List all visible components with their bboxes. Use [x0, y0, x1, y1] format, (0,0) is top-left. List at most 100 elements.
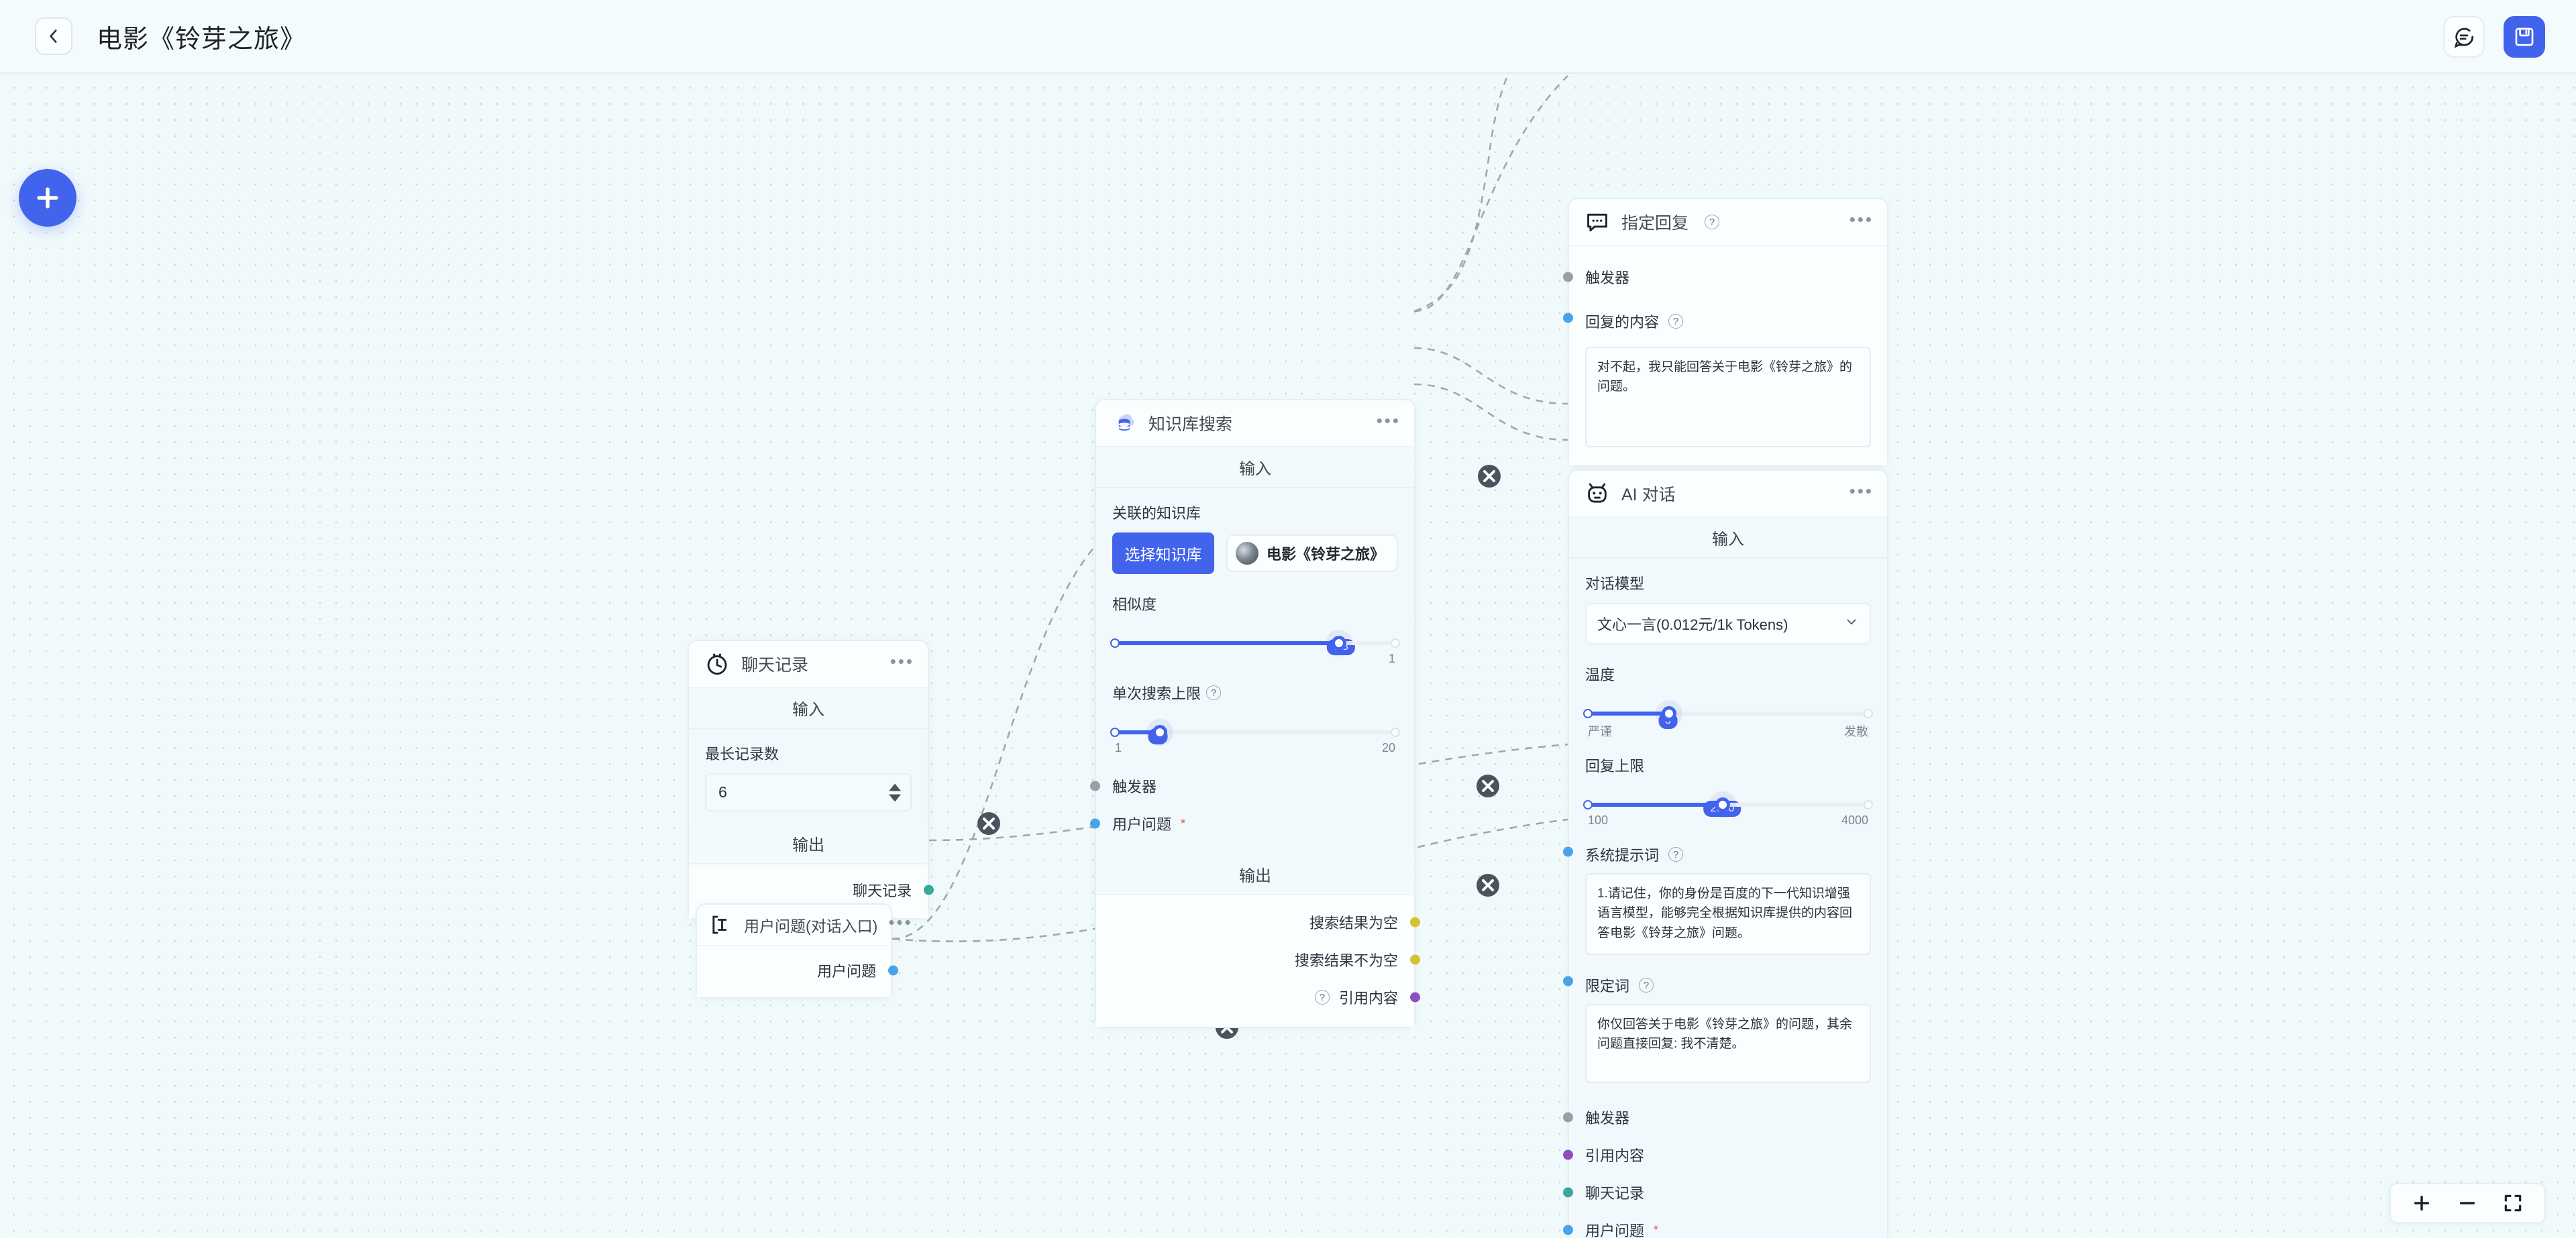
port-in-trigger[interactable]: 触发器 — [1090, 767, 1398, 805]
graph-canvas[interactable]: 聊天记录 ••• 输入 最长记录数 6 输出 聊天记录 — [0, 74, 2576, 1238]
port-dot-gray[interactable] — [1563, 272, 1573, 282]
port-dot-gray[interactable] — [1563, 1112, 1573, 1123]
node-menu-button[interactable]: ••• — [1376, 410, 1401, 431]
top-k-min: 1 — [1115, 741, 1122, 754]
port-dot-teal[interactable] — [924, 885, 934, 895]
temperature-slider[interactable]: 3 严谨 发散 — [1583, 694, 1873, 742]
slider-thumb[interactable] — [1332, 636, 1347, 651]
slider-thumb[interactable] — [1152, 725, 1167, 740]
help-icon[interactable]: ? — [1639, 978, 1654, 993]
node-menu-button[interactable]: ••• — [1849, 209, 1874, 229]
max-tokens-min: 100 — [1588, 813, 1609, 827]
slider-track[interactable] — [1583, 797, 1873, 812]
zoom-in-button[interactable] — [2411, 1192, 2432, 1214]
port-dot-yellow[interactable] — [1410, 917, 1420, 927]
port-dot-yellow[interactable] — [1410, 954, 1420, 965]
port-in-trigger[interactable]: 触发器 — [1563, 258, 1871, 296]
stepper-down-icon[interactable] — [889, 794, 901, 801]
text-cursor-icon — [709, 913, 733, 937]
zoom-controls — [2390, 1183, 2545, 1223]
edge-delete-1[interactable] — [1478, 465, 1501, 488]
node-kb-search[interactable]: 知识库搜索 ••• 输入 关联的知识库 选择知识库 电影《铃芽之旅》 相似度 0… — [1090, 399, 1420, 1028]
edge-delete-3[interactable] — [1477, 874, 1499, 897]
slider-start-cap — [1110, 638, 1120, 648]
add-node-button[interactable] — [19, 169, 76, 227]
node-user-question[interactable]: 用户问题(对话入口) ••• 用户问题 — [696, 903, 911, 999]
zoom-out-button[interactable] — [2457, 1192, 2478, 1214]
edge-delete-2[interactable] — [1477, 775, 1499, 797]
port-label: 引用内容 — [1585, 1147, 1645, 1164]
stepper-up-icon[interactable] — [889, 783, 901, 791]
stepper-arrows[interactable] — [889, 783, 901, 801]
edge-3[interactable] — [1413, 383, 1568, 441]
port-out-chat-history[interactable]: 聊天记录 — [705, 871, 934, 909]
port-out-user-question[interactable]: 用户问题 — [712, 952, 898, 989]
port-label: 系统提示词 — [1585, 847, 1660, 864]
help-icon[interactable]: ? — [1206, 685, 1222, 700]
slider-end-cap — [1391, 728, 1400, 737]
top-k-slider[interactable]: 4 1 20 — [1110, 713, 1400, 758]
node-menu-button[interactable]: ••• — [888, 912, 913, 932]
port-out-reference-content[interactable]: ? 引用内容 — [1112, 978, 1420, 1016]
comment-button[interactable] — [2443, 16, 2485, 58]
port-out-nonempty-result[interactable]: 搜索结果不为空 — [1112, 941, 1420, 978]
reply-content-textarea[interactable] — [1585, 347, 1871, 447]
port-dot-teal[interactable] — [1563, 1187, 1573, 1198]
node-title: 聊天记录 — [741, 656, 809, 675]
port-dot-blue[interactable] — [888, 965, 898, 976]
model-value: 文心一言(0.012元/1k Tokens) — [1597, 616, 1788, 633]
help-icon[interactable]: ? — [1705, 215, 1720, 229]
edge-1[interactable] — [1413, 75, 1568, 313]
max-records-input[interactable]: 6 — [705, 773, 912, 811]
port-dot-blue[interactable] — [1563, 313, 1573, 323]
edge-2[interactable] — [1413, 347, 1568, 405]
slider-track[interactable] — [1110, 725, 1400, 740]
help-icon[interactable]: ? — [1668, 314, 1684, 329]
edge-delete-6[interactable] — [977, 812, 1000, 835]
port-dot-blue[interactable] — [1563, 846, 1573, 857]
help-icon[interactable]: ? — [1314, 990, 1330, 1005]
system-prompt-textarea[interactable] — [1585, 873, 1871, 955]
save-button[interactable] — [2504, 16, 2545, 58]
qualifier-textarea[interactable] — [1585, 1004, 1871, 1083]
model-select[interactable]: 文心一言(0.012元/1k Tokens) — [1585, 603, 1871, 644]
port-in-qualifier[interactable]: 限定词 ? — [1563, 958, 1871, 1004]
help-icon[interactable]: ? — [1668, 847, 1684, 862]
port-in-reference-content[interactable]: 引用内容 — [1563, 1136, 1871, 1174]
similarity-slider[interactable]: 0.8 1 — [1110, 624, 1400, 669]
knowledge-base-tag[interactable]: 电影《铃芽之旅》 — [1226, 534, 1398, 572]
port-dot-blue[interactable] — [1090, 818, 1100, 829]
node-chat-history[interactable]: 聊天记录 ••• 输入 最长记录数 6 输出 聊天记录 — [688, 640, 934, 919]
port-in-user-question[interactable]: 用户问题 * — [1563, 1211, 1871, 1238]
slider-end-cap — [1864, 709, 1873, 718]
port-dot-blue[interactable] — [1563, 976, 1573, 987]
slider-track[interactable] — [1583, 706, 1873, 721]
clock-history-icon — [704, 651, 731, 677]
port-in-trigger[interactable]: 触发器 — [1563, 1099, 1871, 1136]
slider-track[interactable] — [1110, 636, 1400, 651]
select-knowledge-base-button[interactable]: 选择知识库 — [1112, 532, 1214, 574]
slider-fill — [1115, 641, 1340, 645]
slider-thumb[interactable] — [1662, 706, 1677, 721]
port-out-empty-result[interactable]: 搜索结果为空 — [1112, 903, 1420, 941]
fit-screen-button[interactable] — [2502, 1192, 2524, 1214]
port-dot-purple[interactable] — [1563, 1149, 1573, 1160]
port-in-system-prompt[interactable]: 系统提示词 ? — [1563, 830, 1871, 873]
node-menu-button[interactable]: ••• — [1849, 481, 1874, 501]
port-in-reply-content[interactable]: 回复的内容 ? — [1563, 296, 1871, 340]
max-tokens-slider[interactable]: 2000 100 4000 — [1583, 785, 1873, 830]
port-dot-purple[interactable] — [1410, 992, 1420, 1003]
comment-bubble-icon — [2454, 27, 2474, 48]
port-in-user-question[interactable]: 用户问题 * — [1090, 805, 1398, 842]
node-menu-button[interactable]: ••• — [890, 651, 914, 671]
slider-thumb[interactable] — [1715, 797, 1730, 812]
node-ai-chat[interactable]: AI 对话 ••• 输入 对话模型 文心一言(0.012元/1k Tokens)… — [1563, 469, 1888, 1238]
node-header: 聊天记录 ••• — [689, 641, 928, 688]
port-dot-gray[interactable] — [1090, 781, 1100, 791]
back-button[interactable] — [35, 17, 72, 55]
node-fixed-reply[interactable]: 指定回复 ? ••• 触发器 回复的内容 ? — [1563, 198, 1888, 467]
port-in-chat-history[interactable]: 聊天记录 — [1563, 1174, 1871, 1211]
input-section-label: 输入 — [1096, 447, 1414, 488]
port-dot-blue[interactable] — [1563, 1225, 1573, 1235]
top-k-field: 单次搜索上限 ? 4 1 20 — [1110, 682, 1400, 758]
